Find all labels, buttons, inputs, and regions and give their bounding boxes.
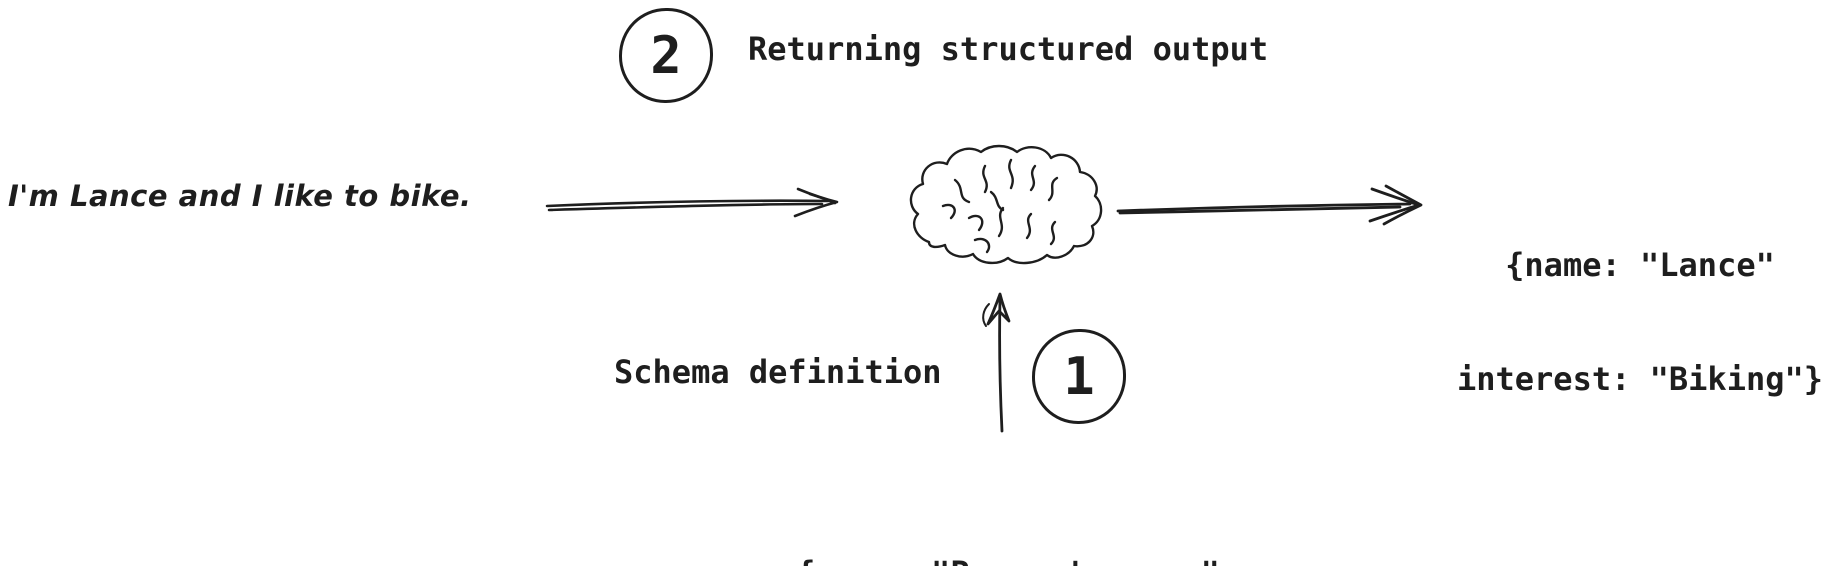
output-json-line2: interest: "Biking"} xyxy=(1456,360,1824,398)
schema-json: {name: "Person's name" interest: "Person… xyxy=(708,478,1308,566)
step-2-badge: 2 xyxy=(619,8,713,103)
step-1-badge: 1 xyxy=(1032,329,1126,424)
schema-arrow-icon xyxy=(982,292,1011,433)
step-2-number: 2 xyxy=(650,25,682,86)
brain-icon xyxy=(909,144,1103,265)
output-json-line1: {name: "Lance" xyxy=(1505,246,1775,284)
schema-definition-label: Schema definition xyxy=(614,353,942,391)
schema-json-line1: {name: "Person's name" xyxy=(708,554,1308,566)
output-arrow-icon xyxy=(1116,184,1423,226)
input-arrow-icon xyxy=(545,187,839,218)
user-input-text: I'm Lance and I like to bike. xyxy=(8,179,472,213)
output-json: {name: "Lance" interest: "Biking"} xyxy=(1440,170,1838,474)
step-1-number: 1 xyxy=(1063,346,1095,407)
step-2-label: Returning structured output xyxy=(748,30,1269,68)
